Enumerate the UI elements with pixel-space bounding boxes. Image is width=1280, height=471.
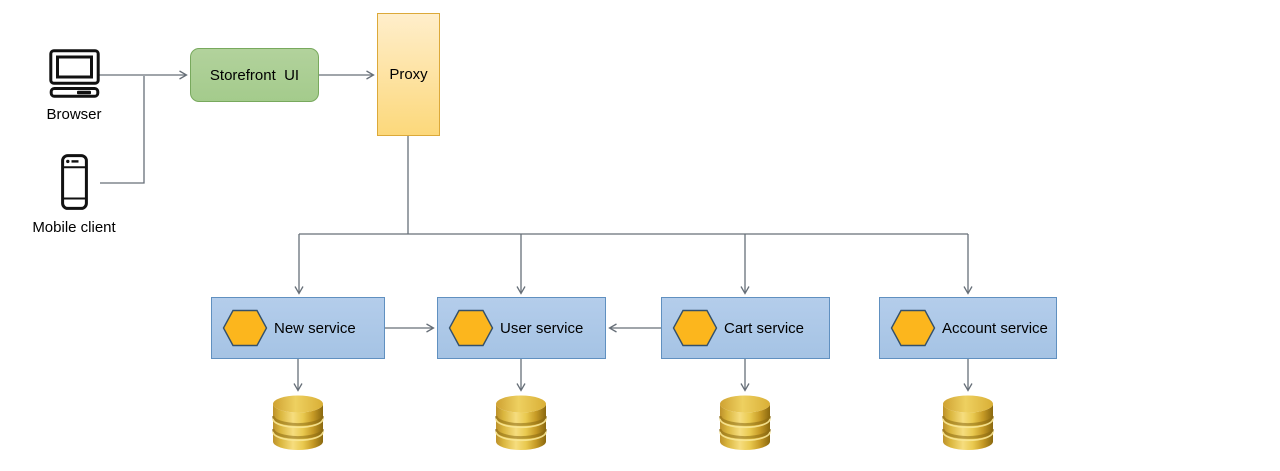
storefront-ui-node[interactable]: Storefront UI xyxy=(190,48,319,102)
service-label: Account service xyxy=(942,319,1048,337)
service-label: Cart service xyxy=(724,319,805,337)
proxy-node[interactable]: Proxy xyxy=(377,13,440,136)
service-node-user[interactable]: User service xyxy=(437,297,606,359)
storefront-ui-label: Storefront UI xyxy=(209,66,300,84)
mobile-client[interactable] xyxy=(61,154,88,215)
database-cylinder-icon xyxy=(494,395,548,450)
service-label: New service xyxy=(274,319,356,337)
hexagon-icon xyxy=(222,309,268,347)
desktop-computer-icon xyxy=(49,49,100,98)
hexagon-icon xyxy=(672,309,718,347)
service-node-account[interactable]: Account service xyxy=(879,297,1057,359)
hexagon-icon xyxy=(890,309,936,347)
user-service-database[interactable] xyxy=(494,394,548,452)
proxy-label: Proxy xyxy=(389,66,428,83)
database-cylinder-icon xyxy=(718,395,772,450)
service-node-new[interactable]: New service xyxy=(211,297,385,359)
service-label: User service xyxy=(500,319,584,337)
new-service-database[interactable] xyxy=(271,394,325,452)
cart-service-database[interactable] xyxy=(718,394,772,452)
browser-label: Browser xyxy=(46,106,102,123)
database-cylinder-icon xyxy=(941,395,995,450)
browser-client[interactable] xyxy=(49,49,100,103)
smartphone-icon xyxy=(61,154,88,210)
hexagon-icon xyxy=(448,309,494,347)
database-cylinder-icon xyxy=(271,395,325,450)
account-service-database[interactable] xyxy=(941,394,995,452)
mobile-client-label: Mobile client xyxy=(32,219,116,236)
edge-mobile-to-junction xyxy=(100,76,145,184)
service-node-cart[interactable]: Cart service xyxy=(661,297,830,359)
